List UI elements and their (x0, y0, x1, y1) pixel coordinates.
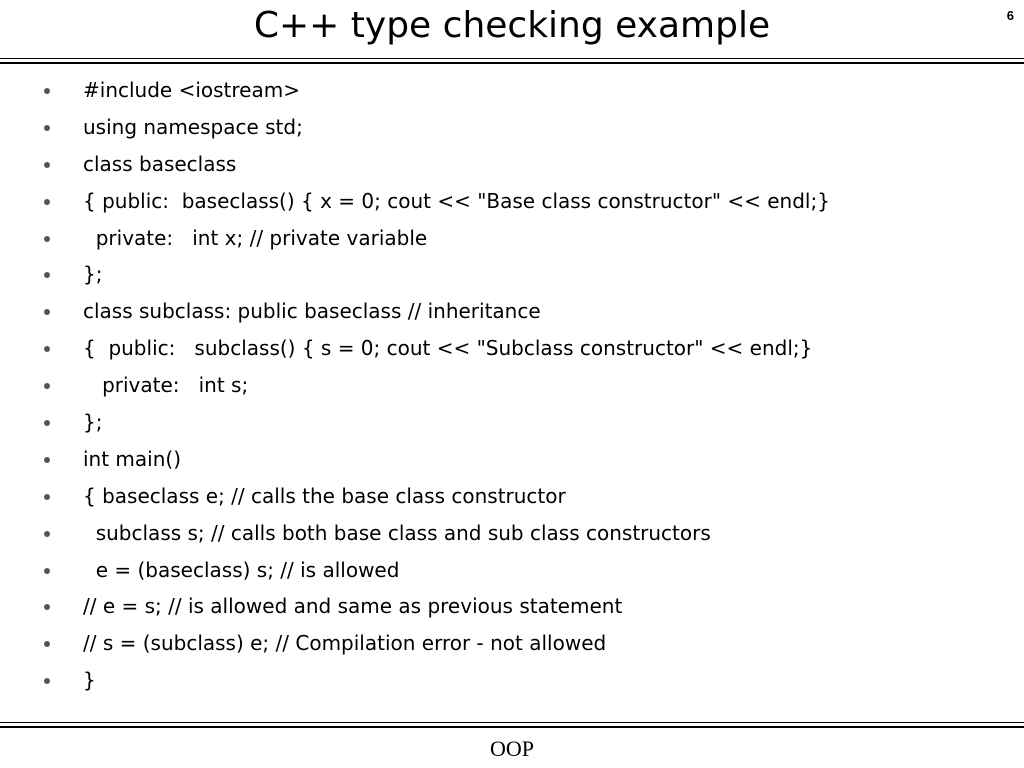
bullet-item: } (0, 664, 1024, 701)
bullet-item: private: int x; // private variable (0, 222, 1024, 259)
bullet-icon (44, 456, 50, 463)
bullet-item: int main() (0, 443, 1024, 480)
bullet-item: #include <iostream> (0, 74, 1024, 111)
code-bullet-list: #include <iostream> using namespace std;… (0, 74, 1024, 701)
bullet-text: private: int x; // private variable (83, 225, 428, 250)
bullet-text: }; (83, 410, 103, 435)
bullet-icon (44, 567, 50, 574)
bullet-item: }; (0, 406, 1024, 443)
bullet-icon (44, 235, 50, 242)
bullet-text: e = (baseclass) s; // is allowed (83, 557, 400, 582)
bullet-item: { baseclass e; // calls the base class c… (0, 480, 1024, 517)
bullet-item: e = (baseclass) s; // is allowed (0, 554, 1024, 591)
bullet-text: }; (83, 262, 103, 287)
bullet-text: using namespace std; (83, 114, 303, 139)
bullet-icon (44, 493, 50, 500)
footer-label: OOP (489, 736, 534, 761)
bullet-text: { baseclass e; // calls the base class c… (83, 483, 566, 508)
slide-title: C++ type checking example (253, 5, 771, 46)
bullet-text: // e = s; // is allowed and same as prev… (83, 594, 623, 619)
bullet-item: // s = (subclass) e; // Compilation erro… (0, 627, 1024, 664)
footer-divider-thin (0, 722, 1024, 723)
bullet-item: class baseclass (0, 148, 1024, 185)
bullet-icon (44, 678, 50, 685)
header-divider-thick (0, 62, 1024, 64)
bullet-icon (44, 309, 50, 316)
footer-divider-thick (0, 726, 1024, 728)
bullet-icon (44, 420, 50, 427)
bullet-icon (44, 604, 50, 611)
bullet-icon (44, 198, 50, 205)
bullet-item: subclass s; // calls both base class and… (0, 517, 1024, 554)
bullet-icon (44, 124, 50, 131)
bullet-text: // s = (subclass) e; // Compilation erro… (83, 631, 607, 656)
bullet-text: #include <iostream> (83, 78, 300, 102)
bullet-icon (44, 530, 50, 537)
bullet-text: { public: baseclass() { x = 0; cout << "… (83, 188, 830, 213)
bullet-item: }; (0, 258, 1024, 295)
header-divider-thin (0, 58, 1024, 59)
bullet-item: private: int s; (0, 369, 1024, 406)
bullet-item: // e = s; // is allowed and same as prev… (0, 590, 1024, 627)
bullet-icon (44, 88, 50, 94)
bullet-item: using namespace std; (0, 111, 1024, 148)
bullet-text: class baseclass (83, 151, 237, 176)
bullet-item: { public: subclass() { s = 0; cout << "S… (0, 332, 1024, 369)
bullet-text: private: int s; (83, 373, 249, 398)
bullet-text: { public: subclass() { s = 0; cout << "S… (83, 336, 813, 361)
bullet-icon (44, 383, 50, 390)
bullet-item: class subclass: public baseclass // inhe… (0, 295, 1024, 332)
bullet-text: int main() (83, 446, 182, 471)
bullet-icon (44, 641, 50, 648)
bullet-icon (44, 272, 50, 279)
bullet-icon (44, 346, 50, 353)
bullet-text: subclass s; // calls both base class and… (83, 520, 711, 545)
bullet-text: class subclass: public baseclass // inhe… (83, 299, 541, 324)
bullet-icon (44, 161, 50, 168)
bullet-item: { public: baseclass() { x = 0; cout << "… (0, 185, 1024, 222)
bullet-text: } (83, 668, 96, 693)
page-number: 6 (1006, 8, 1014, 23)
